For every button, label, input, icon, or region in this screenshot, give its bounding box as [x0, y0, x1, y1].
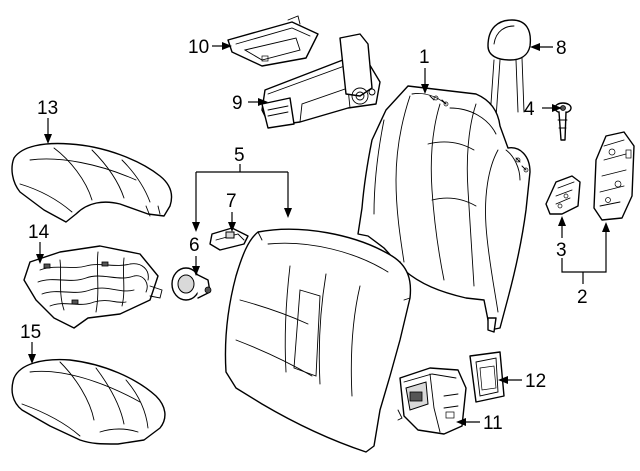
part-14-heater-mat: [23, 245, 163, 329]
callout-14: 14: [28, 222, 50, 243]
part-2-latch-mechanism: [593, 131, 635, 221]
callout-12: 12: [525, 371, 546, 392]
part-15-cushion-cover: [11, 358, 166, 445]
callout-10: 10: [188, 37, 209, 58]
callout-2: 2: [577, 287, 588, 308]
callout-4: 4: [524, 99, 535, 120]
callout-11: 11: [483, 413, 503, 434]
callout-13: 13: [37, 98, 58, 119]
part-6-round-cap: [171, 267, 212, 301]
part-8-headrest: [487, 19, 532, 119]
part-5-seat-cushion: [224, 228, 412, 453]
callout-3: 3: [556, 240, 567, 261]
part-10-storage-tray: [227, 15, 319, 67]
part-12-trim-panel: [469, 351, 505, 403]
part-3-bracket: [545, 175, 581, 215]
callout-5: 5: [234, 145, 245, 166]
callout-6: 6: [189, 235, 200, 256]
callout-leaders: [28, 42, 610, 426]
part-13-cushion-pad: [11, 142, 173, 223]
part-7-clip: [209, 227, 249, 251]
callout-labels: 1 2 3 4 5 6 7 8 9 10 11 12 13 14 15: [20, 37, 588, 434]
callout-1: 1: [419, 47, 430, 68]
part-9-armrest: [261, 33, 381, 129]
part-11-switch-housing: [397, 367, 467, 435]
callout-7: 7: [226, 191, 237, 212]
part-1-seat-back: [357, 85, 531, 333]
callout-9: 9: [232, 93, 243, 114]
callout-15: 15: [20, 322, 41, 343]
callout-8: 8: [556, 38, 567, 59]
